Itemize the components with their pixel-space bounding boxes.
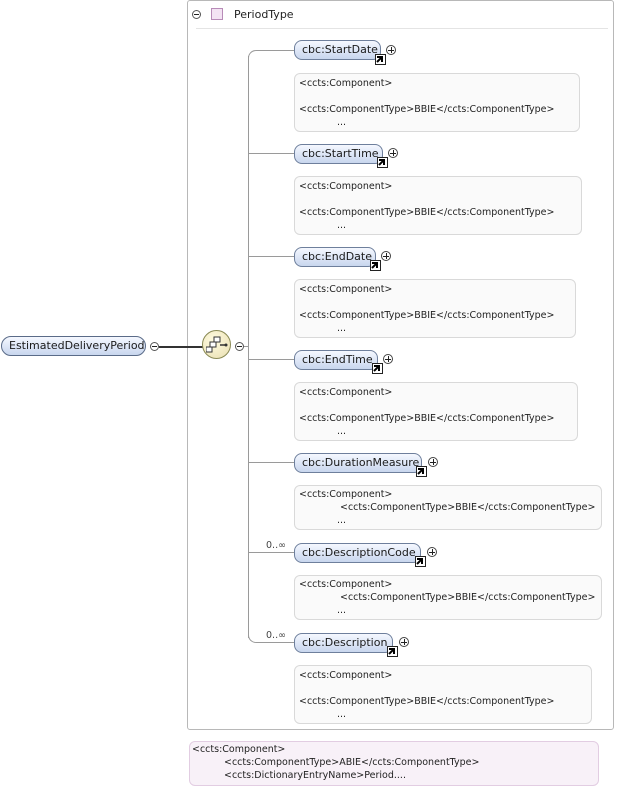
element-node-description-code[interactable]: cbc:DescriptionCode [294,543,421,563]
root-collapse-icon[interactable] [150,342,159,351]
documentation-box: <ccts:Component> <ccts:ComponentType>BBI… [294,176,582,235]
trunk-bottom-curve [248,633,295,643]
root-element-label: EstimatedDeliveryPeriod [9,339,145,352]
expand-icon[interactable] [383,354,393,364]
type-title-divider [196,28,608,29]
documentation-box: <ccts:Component> <ccts:ComponentType>BBI… [294,382,578,441]
doc-line: ... [337,426,347,437]
element-label: cbc:EndDate [302,250,372,263]
doc-line: <ccts:Component> [299,670,393,681]
element-label: cbc:EndTime [302,353,373,366]
branch-start-time [249,153,294,154]
doc-line: <ccts:ComponentType>BBIE</ccts:Component… [340,502,596,513]
doc-line: ... [337,117,347,128]
sequence-to-trunk [244,346,249,347]
doc-line: <ccts:ComponentType>ABIE</ccts:Component… [224,757,480,768]
element-label: cbc:Description [302,636,388,649]
documentation-box: <ccts:Component> <ccts:ComponentType>BBI… [294,485,602,530]
doc-line: <ccts:Component> [299,579,393,590]
root-element-node[interactable]: EstimatedDeliveryPeriod [1,336,146,356]
doc-line: <ccts:ComponentType>BBIE</ccts:Component… [299,413,555,424]
element-node-duration-measure[interactable]: cbc:DurationMeasure [294,453,422,473]
tree-trunk [248,56,249,638]
doc-line: ... [337,220,347,231]
reference-arrow-icon [370,260,381,271]
doc-line: <ccts:Component> [192,744,286,755]
element-node-end-date[interactable]: cbc:EndDate [294,247,376,267]
root-connector [159,346,203,348]
reference-arrow-icon [377,157,388,168]
branch-end-time [249,359,294,360]
expand-icon[interactable] [381,251,391,261]
documentation-box: <ccts:Component> <ccts:ComponentType>BBI… [294,73,580,132]
cardinality-label: 0..∞ [266,540,286,551]
element-label: cbc:DurationMeasure [302,456,420,469]
type-collapse-icon[interactable] [192,10,201,19]
reference-arrow-icon [387,646,398,657]
reference-arrow-icon [416,466,427,477]
element-node-start-date[interactable]: cbc:StartDate [294,40,381,60]
element-label: cbc:StartTime [302,147,379,160]
reference-arrow-icon [415,556,426,567]
type-name: PeriodType [234,8,294,21]
sequence-collapse-icon[interactable] [235,342,244,351]
doc-line: <ccts:Component> [299,284,393,295]
doc-line: <ccts:Component> [299,181,393,192]
reference-arrow-icon [375,54,386,65]
doc-line: <ccts:ComponentType>BBIE</ccts:Component… [299,207,555,218]
branch-description-code [249,552,294,553]
doc-line: <ccts:Component> [299,387,393,398]
expand-icon[interactable] [399,637,409,647]
expand-icon[interactable] [428,457,438,467]
branch-end-date [249,256,294,257]
expand-icon[interactable] [427,547,437,557]
doc-line: ... [337,515,347,526]
doc-line: <ccts:ComponentType>BBIE</ccts:Component… [340,592,596,603]
expand-icon[interactable] [386,45,396,55]
element-label: cbc:DescriptionCode [302,546,416,559]
doc-line: <ccts:Component> [299,78,393,89]
documentation-box: <ccts:Component> <ccts:ComponentType>BBI… [294,665,592,724]
doc-line: <ccts:ComponentType>BBIE</ccts:Component… [299,696,555,707]
documentation-box: <ccts:Component> <ccts:ComponentType>BBI… [294,279,576,338]
trunk-top-curve [248,50,295,58]
type-documentation-box: <ccts:Component> <ccts:ComponentType>ABI… [189,741,599,786]
reference-arrow-icon [372,363,383,374]
element-label: cbc:StartDate [302,43,378,56]
element-node-start-time[interactable]: cbc:StartTime [294,144,383,164]
documentation-box: <ccts:Component> <ccts:ComponentType>BBI… [294,575,602,620]
branch-duration-measure [249,462,294,463]
doc-line: <ccts:ComponentType>BBIE</ccts:Component… [299,310,555,321]
doc-line: <ccts:Component> [299,489,393,500]
sequence-compositor-icon[interactable] [202,330,231,359]
doc-line: ... [337,323,347,334]
doc-line: ... [337,709,347,720]
expand-icon[interactable] [388,148,398,158]
cardinality-label: 0..∞ [266,630,286,641]
doc-line: <ccts:DictionaryEntryName>Period.... [224,770,406,781]
doc-line: <ccts:ComponentType>BBIE</ccts:Component… [299,104,555,115]
element-node-end-time[interactable]: cbc:EndTime [294,350,378,370]
doc-line: ... [337,605,347,616]
complex-type-icon [211,8,223,20]
element-node-description[interactable]: cbc:Description [294,633,393,653]
